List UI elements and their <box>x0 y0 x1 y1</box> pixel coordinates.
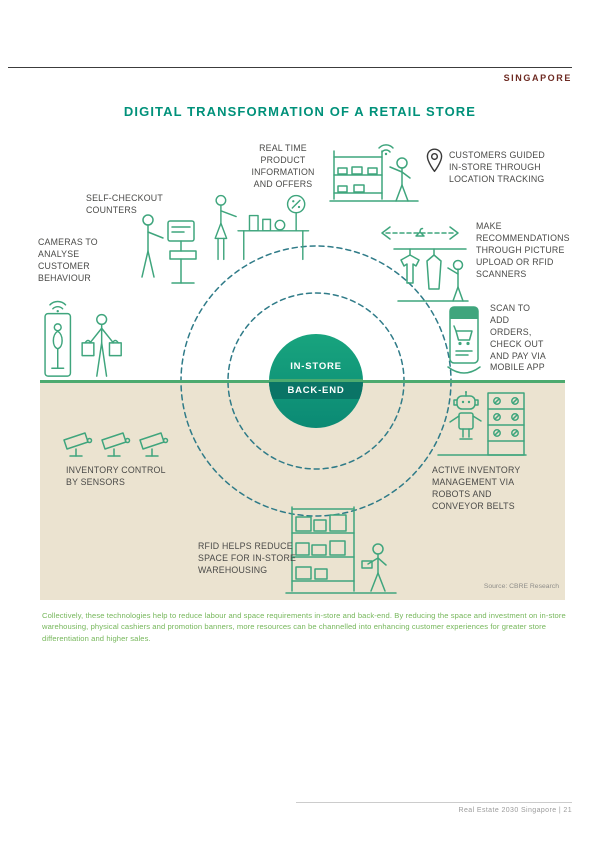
region-label: SINGAPORE <box>503 73 572 83</box>
location-pin-icon <box>426 147 443 174</box>
callout-mobile-app-label: SCAN TO ADD ORDERS, CHECK OUT AND PAY VI… <box>490 303 546 373</box>
back-end-label: BACK-END <box>269 382 363 399</box>
center-badge: IN-STORE BACK-END <box>269 334 363 428</box>
badge-divider <box>269 379 363 382</box>
callout-rfid-warehousing-label: RFID HELPS REDUCE SPACE FOR IN-STORE WAR… <box>198 541 297 575</box>
store-shelf-customer-icon <box>328 143 420 205</box>
source-credit: Source: CBRE Research <box>483 583 559 590</box>
caption-text: Collectively, these technologies help to… <box>42 611 566 643</box>
clothing-rack-icon <box>390 243 470 307</box>
callout-recommendations-label: MAKE RECOMMENDATIONS THROUGH PICTURE UPL… <box>476 221 570 279</box>
header-rule <box>8 67 572 68</box>
warehouse-rack-icon <box>282 503 400 598</box>
cctv-cameras-icon <box>62 427 170 461</box>
page-footer: Real Estate 2030 Singapore | 21 <box>458 807 572 814</box>
callout-cameras-label: CAMERAS TO ANALYSE CUSTOMER BEHAVIOUR <box>38 237 98 283</box>
recommendation-arrows-icon <box>376 223 464 243</box>
inventory-robot-shelf-icon <box>436 391 528 463</box>
callout-inventory-sensors-label: INVENTORY CONTROL BY SENSORS <box>66 465 166 487</box>
callout-real-time-label: REAL TIME PRODUCT INFORMATION AND OFFERS <box>251 143 315 189</box>
footer-rule <box>296 802 572 803</box>
infographic-canvas: IN-STORE BACK-END CAMERAS TO ANALYSE CUS… <box>38 135 570 600</box>
in-store-label: IN-STORE <box>290 361 342 372</box>
callout-location-tracking-label: CUSTOMERS GUIDED IN-STORE THROUGH LOCATI… <box>449 150 545 184</box>
infographic-title: DIGITAL TRANSFORMATION OF A RETAIL STORE <box>123 104 477 119</box>
smart-mirror-shopper-icon <box>38 298 138 380</box>
self-checkout-kiosk-icon <box>132 207 204 293</box>
product-display-icon <box>203 187 315 267</box>
mobile-app-phone-icon <box>444 305 484 379</box>
callout-self-checkout-label: SELF-CHECKOUT COUNTERS <box>86 193 163 215</box>
callout-robots-label: ACTIVE INVENTORY MANAGEMENT VIA ROBOTS A… <box>432 465 521 511</box>
